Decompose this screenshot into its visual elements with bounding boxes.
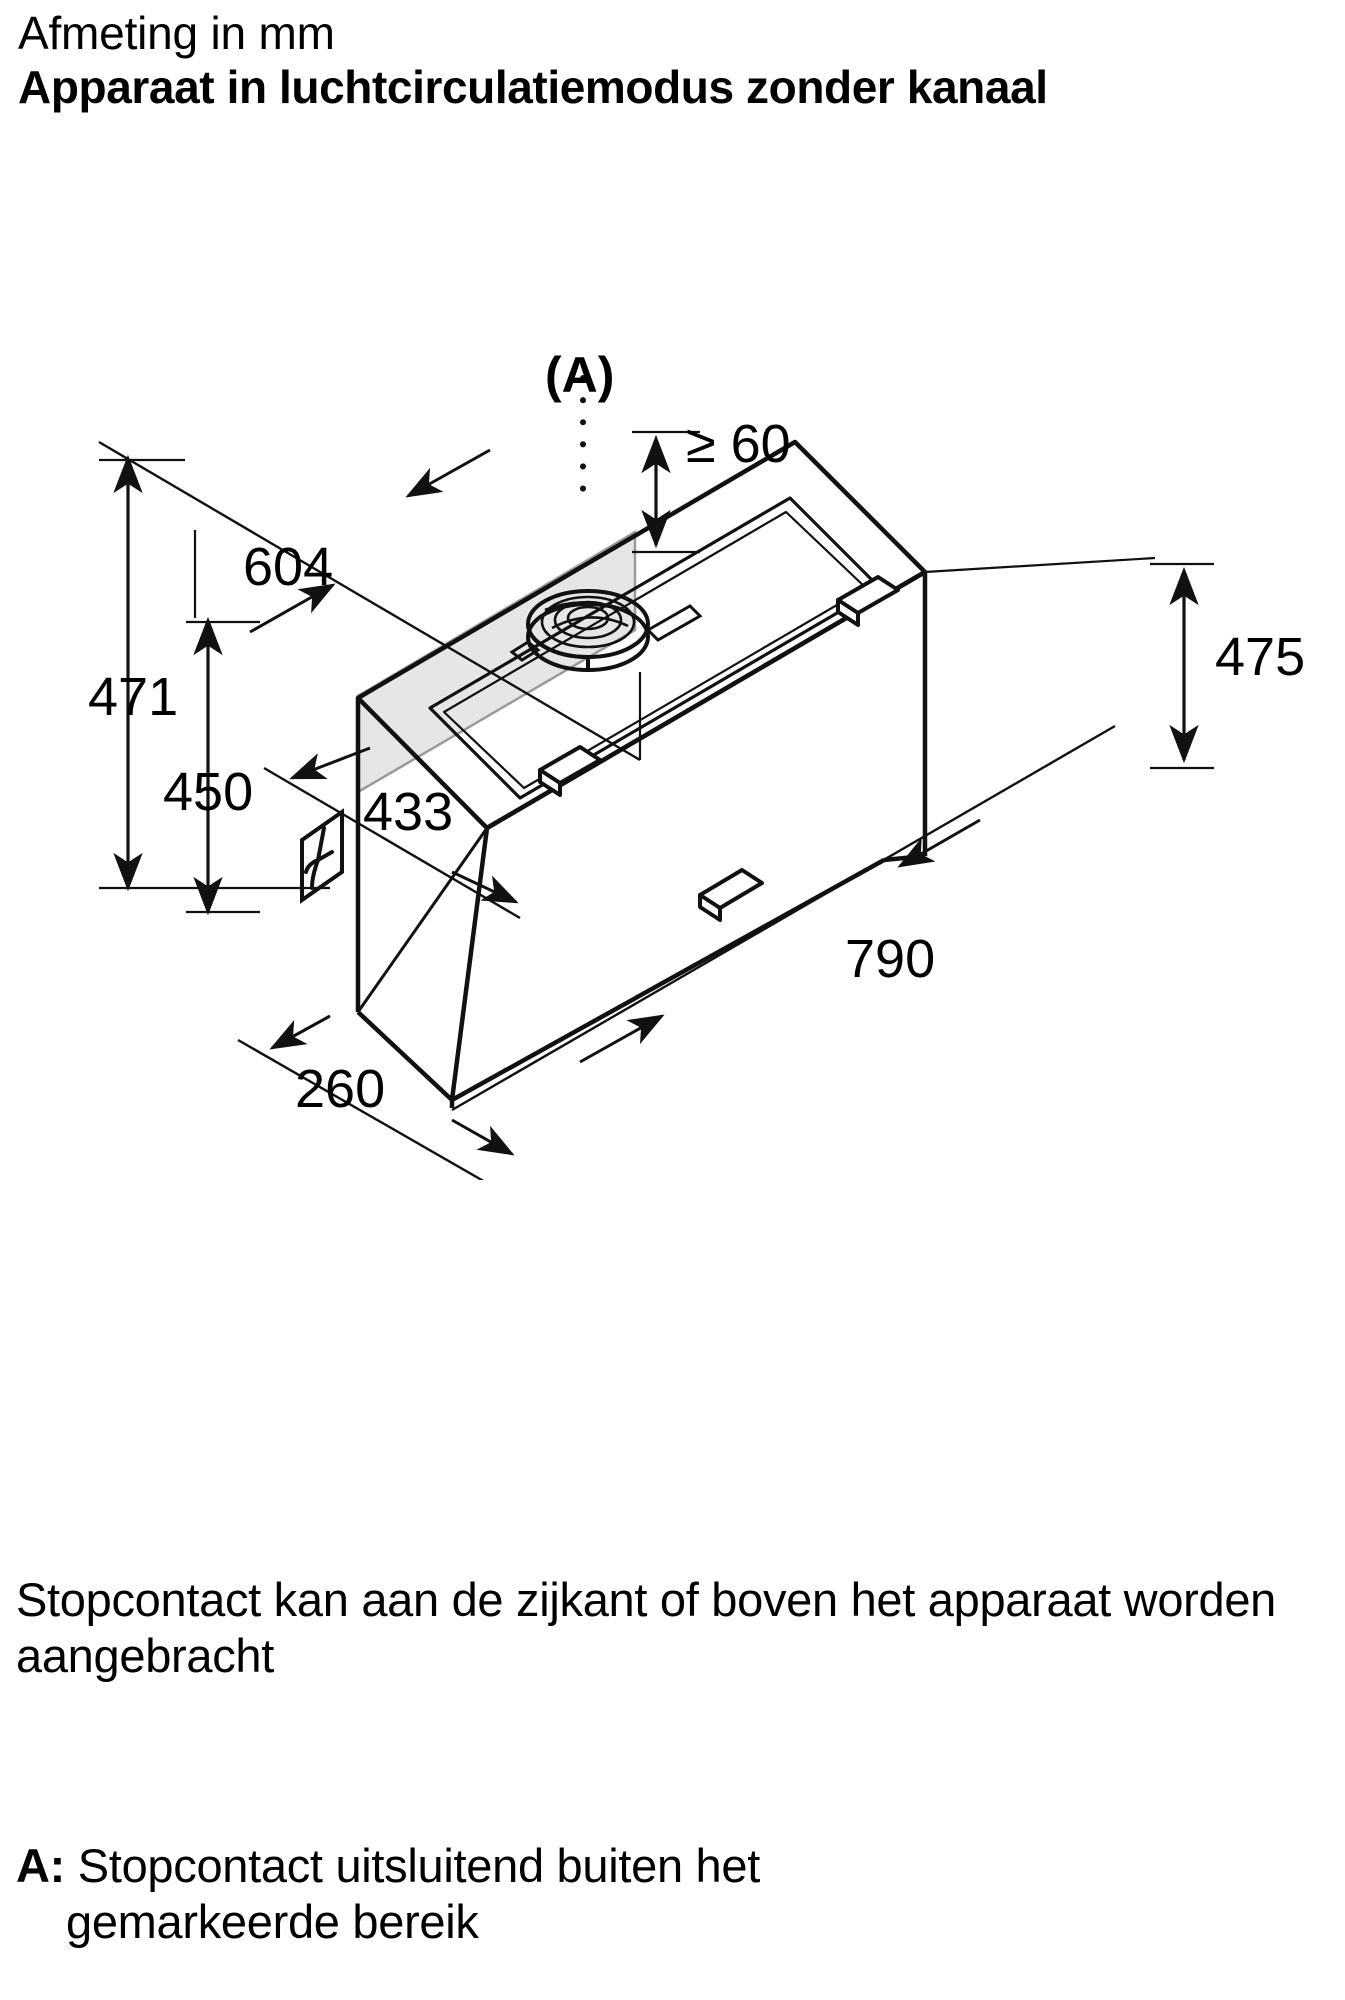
marked-area-label: (A)	[545, 347, 615, 403]
dimension-label-433: 433	[363, 782, 454, 842]
socket-placement-note: Stopcontact kan aan de zijkant of boven …	[16, 1573, 1277, 1682]
dimension-label-471: 471	[88, 667, 179, 727]
unit-line: Afmeting in mm	[18, 7, 335, 59]
dimension-label-475: 475	[1215, 627, 1306, 687]
dimension-extension-604	[193, 530, 642, 760]
marked-area-note: A: Stopcontact uitsluitend buiten het ge…	[16, 1838, 1266, 1950]
dimension-line-433	[263, 746, 521, 920]
marked-area-plane	[356, 529, 637, 795]
mounting-bracket-lower-left	[538, 745, 602, 797]
dimension-line-790	[451, 724, 1116, 1112]
hood-isometric-drawing	[98, 375, 1214, 1180]
dimension-line-260	[237, 1014, 515, 1180]
technical-drawing: (A) ≥ 60 604 471 450 433 475 790 260	[0, 300, 1345, 1180]
fan-motor-icon	[509, 589, 703, 672]
dimension-label-min60: ≥ 60	[686, 414, 791, 474]
marked-area-note-line2: gemarkeerde bereik	[66, 1895, 479, 1948]
dimension-line-475	[924, 556, 1214, 770]
cooktop-hob-icon	[300, 808, 344, 904]
dimension-line-min60	[632, 430, 700, 554]
marked-area-note-line1: Stopcontact uitsluitend buiten het	[77, 1839, 761, 1892]
dimension-label-450: 450	[163, 762, 254, 822]
dimension-label-604: 604	[243, 537, 334, 597]
page-title: Apparaat in luchtcirculatiemodus zonder …	[18, 61, 1048, 113]
dimension-label-260: 260	[295, 1059, 386, 1119]
hood-body-outline	[355, 439, 928, 1108]
mounting-bracket-upper-right	[836, 575, 900, 627]
front-nose-detail	[698, 868, 764, 922]
header-block: Afmeting in mm Apparaat in luchtcirculat…	[18, 6, 1328, 114]
dimension-line-450	[186, 616, 260, 916]
dimension-line-604	[98, 440, 641, 762]
dimension-label-790: 790	[845, 929, 936, 989]
marked-area-note-key: A:	[16, 1839, 65, 1892]
